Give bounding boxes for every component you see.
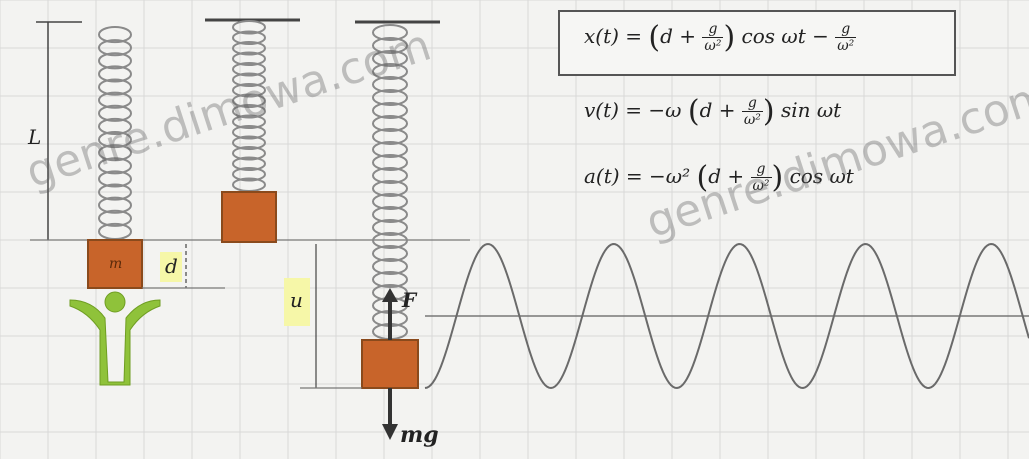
spring-coil <box>98 65 132 83</box>
mass-block-2 <box>221 191 277 243</box>
spring-coil <box>98 131 132 149</box>
spring-coil <box>232 114 266 129</box>
label-weight-mg: mg <box>400 422 439 448</box>
label-u-highlight <box>284 278 310 326</box>
spring-coil <box>98 52 132 70</box>
spring-coil <box>232 125 266 140</box>
spring-coil <box>372 245 408 262</box>
spring-coil <box>232 30 266 45</box>
spring-coil <box>372 141 408 158</box>
spring-coil <box>232 146 266 161</box>
spring-coil <box>232 104 266 119</box>
spring-coil <box>372 232 408 249</box>
spring-coil <box>372 219 408 236</box>
mass-block-3 <box>361 339 419 389</box>
spring-coil <box>98 183 132 201</box>
spring-coil <box>98 157 132 175</box>
spring-coil <box>372 206 408 223</box>
spring-coil <box>232 51 266 66</box>
spring-coil <box>98 117 132 135</box>
oscillation-wave <box>424 242 1029 390</box>
spring-coil <box>372 128 408 145</box>
spring-coil <box>98 104 132 122</box>
spring-coil <box>232 41 266 56</box>
spring-coil <box>98 39 132 57</box>
force-arrow-down-head <box>382 424 398 440</box>
spring-coil <box>98 91 132 109</box>
label-length-L: L <box>28 125 42 149</box>
spring-coil <box>372 154 408 171</box>
spring-coil <box>98 209 132 227</box>
spring-coil <box>232 156 266 171</box>
position-equation-box <box>558 10 956 76</box>
spring-coil <box>232 83 266 98</box>
label-mass-m: m <box>109 256 123 272</box>
spring-coil <box>98 196 132 214</box>
spring-coil <box>372 180 408 197</box>
spring-coil <box>372 258 408 275</box>
spring-coil <box>372 115 408 132</box>
label-force-F: F <box>402 288 417 312</box>
spring-coil <box>232 135 266 150</box>
spring-coil <box>372 102 408 119</box>
spring-coil <box>372 76 408 93</box>
spring-coil <box>98 78 132 96</box>
spring-coil <box>372 24 408 41</box>
spring-coil <box>372 271 408 288</box>
spring-coil <box>98 26 132 44</box>
label-displacement-u: u <box>290 288 303 312</box>
person-figure <box>69 291 161 386</box>
spring-coil <box>232 20 266 35</box>
spring-coil <box>372 167 408 184</box>
spring-coil <box>98 170 132 188</box>
spring-coil <box>372 193 408 210</box>
spring-coil <box>232 62 266 77</box>
spring-coil <box>372 37 408 54</box>
spring-coil <box>232 72 266 87</box>
spring-coil <box>232 167 266 182</box>
label-d-highlight <box>160 252 182 282</box>
force-arrow-up-head <box>382 288 398 302</box>
mass-block-1 <box>87 239 143 289</box>
label-displacement-d: d <box>165 254 178 278</box>
spring-coil <box>372 63 408 80</box>
spring-coil <box>98 144 132 162</box>
spring-coil <box>372 89 408 106</box>
spring-coil <box>372 50 408 67</box>
spring-coil <box>232 93 266 108</box>
spring-1 <box>98 26 132 240</box>
